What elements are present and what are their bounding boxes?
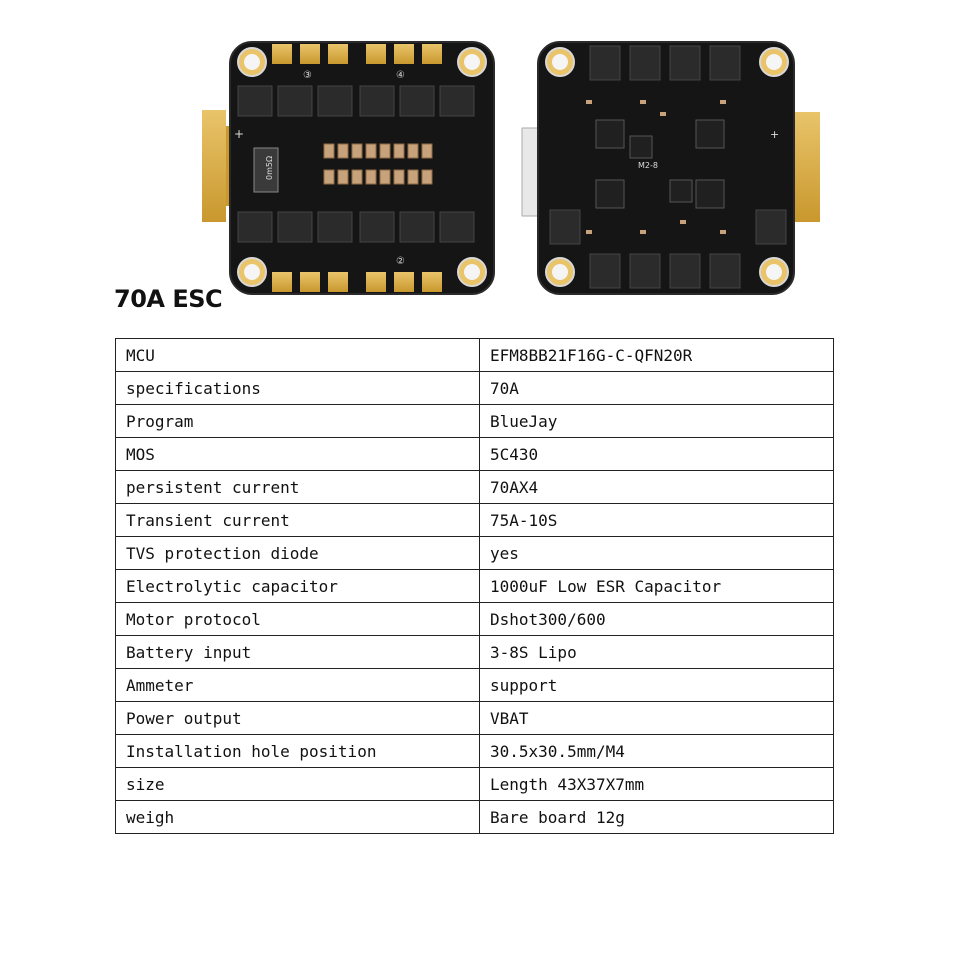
spec-label: Battery input	[115, 635, 480, 669]
spec-value: Length 43X37X7mm	[479, 767, 834, 801]
silkscreen-label-4: ④	[396, 70, 405, 81]
spec-value: 1000uF Low ESR Capacitor	[479, 569, 834, 603]
spec-value: 70A	[479, 371, 834, 405]
spec-value: 3-8S Lipo	[479, 635, 834, 669]
silkscreen-plus: +	[234, 127, 244, 141]
spec-value: BlueJay	[479, 404, 834, 438]
spec-value: EFM8BB21F16G-C-QFN20R	[479, 338, 834, 372]
spec-value: support	[479, 668, 834, 702]
spec-label: Program	[115, 404, 480, 438]
esc-board-back-image: M2-8 +	[520, 40, 830, 296]
silkscreen-shunt-value: 0m5Ω	[265, 156, 274, 180]
spec-value: 70AX4	[479, 470, 834, 504]
spec-label: MCU	[115, 338, 480, 372]
spec-label: MOS	[115, 437, 480, 471]
spec-label: Electrolytic capacitor	[115, 569, 480, 603]
esc-board-front-image: ③ ④ ② + 0m5Ω	[200, 40, 500, 296]
spec-label: weigh	[115, 800, 480, 834]
spec-label: Installation hole position	[115, 734, 480, 768]
spec-label: persistent current	[115, 470, 480, 504]
spec-value: Bare board 12g	[479, 800, 834, 834]
silkscreen-label-3: ③	[303, 70, 312, 81]
spec-label: Ammeter	[115, 668, 480, 702]
spec-value: VBAT	[479, 701, 834, 735]
spec-value: 30.5x30.5mm/M4	[479, 734, 834, 768]
spec-label: Motor protocol	[115, 602, 480, 636]
product-title: 70A ESC	[114, 285, 223, 313]
spec-value: 5C430	[479, 437, 834, 471]
spec-value: 75A-10S	[479, 503, 834, 537]
spec-label: Power output	[115, 701, 480, 735]
spec-value: yes	[479, 536, 834, 570]
spec-value: Dshot300/600	[479, 602, 834, 636]
spec-label: specifications	[115, 371, 480, 405]
silkscreen-label-2: ②	[396, 256, 405, 267]
spec-label: Transient current	[115, 503, 480, 537]
silkscreen-label-m2-8: M2-8	[638, 161, 658, 170]
silkscreen-plus-back: +	[770, 128, 779, 141]
spec-label: TVS protection diode	[115, 536, 480, 570]
spec-label: size	[115, 767, 480, 801]
